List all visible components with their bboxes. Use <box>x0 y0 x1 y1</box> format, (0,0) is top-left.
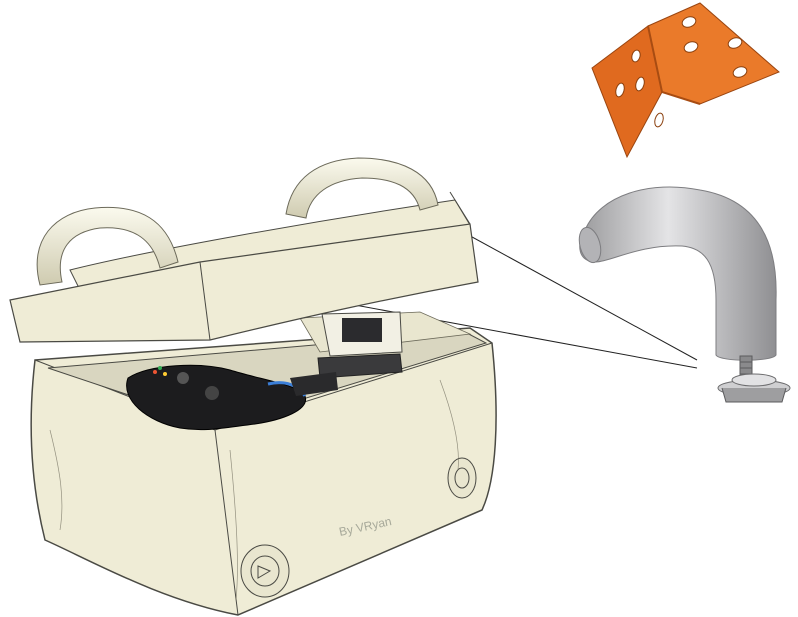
hinge-bracket <box>592 3 779 157</box>
toolbox: By VRyan <box>10 158 496 615</box>
tube-handle <box>576 187 790 402</box>
